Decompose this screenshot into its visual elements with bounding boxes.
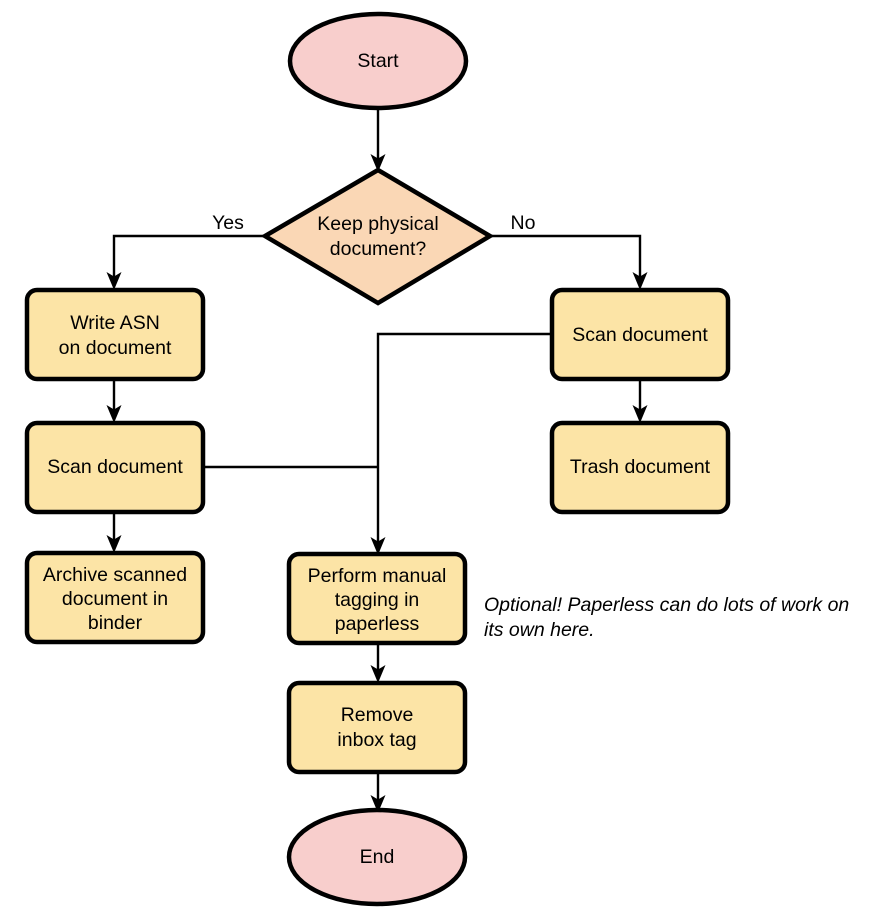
node-decision-label-line2: document? [330, 238, 427, 260]
edge-scanright-to-trash [632, 379, 648, 423]
edge-decision-no [490, 234, 648, 290]
edge-scanright-to-tagging [370, 332, 552, 555]
edge-decision-yes [106, 234, 265, 290]
node-start[interactable]: Start [287, 11, 469, 111]
annotation-line1: Optional! Paperless can do lots of work … [484, 594, 849, 616]
node-start-label: Start [357, 50, 399, 72]
edge-removeinbox-to-end [370, 771, 386, 813]
edge-scanleft-to-archive [106, 511, 122, 553]
node-scan-document-right[interactable]: Scan document [549, 287, 731, 382]
node-write-asn-label-line1: Write ASN [70, 312, 160, 334]
node-archive-binder[interactable]: Archive scanned document in binder [24, 550, 206, 645]
node-scan-document-left-label: Scan document [47, 456, 183, 478]
node-end[interactable]: End [286, 807, 468, 907]
node-archive-binder-label-line2: document in [62, 588, 168, 610]
node-write-asn[interactable]: Write ASN on document [24, 287, 206, 382]
node-manual-tagging[interactable]: Perform manual tagging in paperless [286, 551, 468, 646]
node-decision-keep-physical-document[interactable]: Keep physical document? [260, 167, 495, 306]
node-archive-binder-label-line3: binder [88, 612, 143, 634]
node-decision-label-line1: Keep physical [317, 213, 438, 235]
node-write-asn-label-line2: on document [59, 337, 172, 359]
node-scan-document-left[interactable]: Scan document [24, 420, 206, 515]
node-remove-inbox-tag-label-line2: inbox tag [337, 729, 416, 751]
node-manual-tagging-label-line2: tagging in [335, 589, 420, 611]
node-remove-inbox-tag-label-line1: Remove [341, 704, 414, 726]
edge-label-yes: Yes [212, 212, 244, 234]
node-end-label: End [360, 846, 395, 868]
node-scan-document-right-label: Scan document [572, 324, 708, 346]
node-remove-inbox-tag[interactable]: Remove inbox tag [286, 680, 468, 775]
annotation-line2: its own here. [484, 619, 595, 641]
edge-start-to-decision [370, 104, 386, 172]
node-trash-document[interactable]: Trash document [549, 420, 731, 515]
node-manual-tagging-label-line1: Perform manual [308, 565, 447, 587]
node-trash-document-label: Trash document [570, 456, 711, 478]
annotation-optional-paperless: Optional! Paperless can do lots of work … [484, 594, 849, 641]
node-manual-tagging-label-line3: paperless [335, 613, 420, 635]
edge-writeasn-to-scanleft [106, 379, 122, 423]
edge-label-no: No [511, 212, 536, 234]
node-archive-binder-label-line1: Archive scanned [43, 564, 187, 586]
edge-tagging-to-removeinbox [370, 643, 386, 683]
